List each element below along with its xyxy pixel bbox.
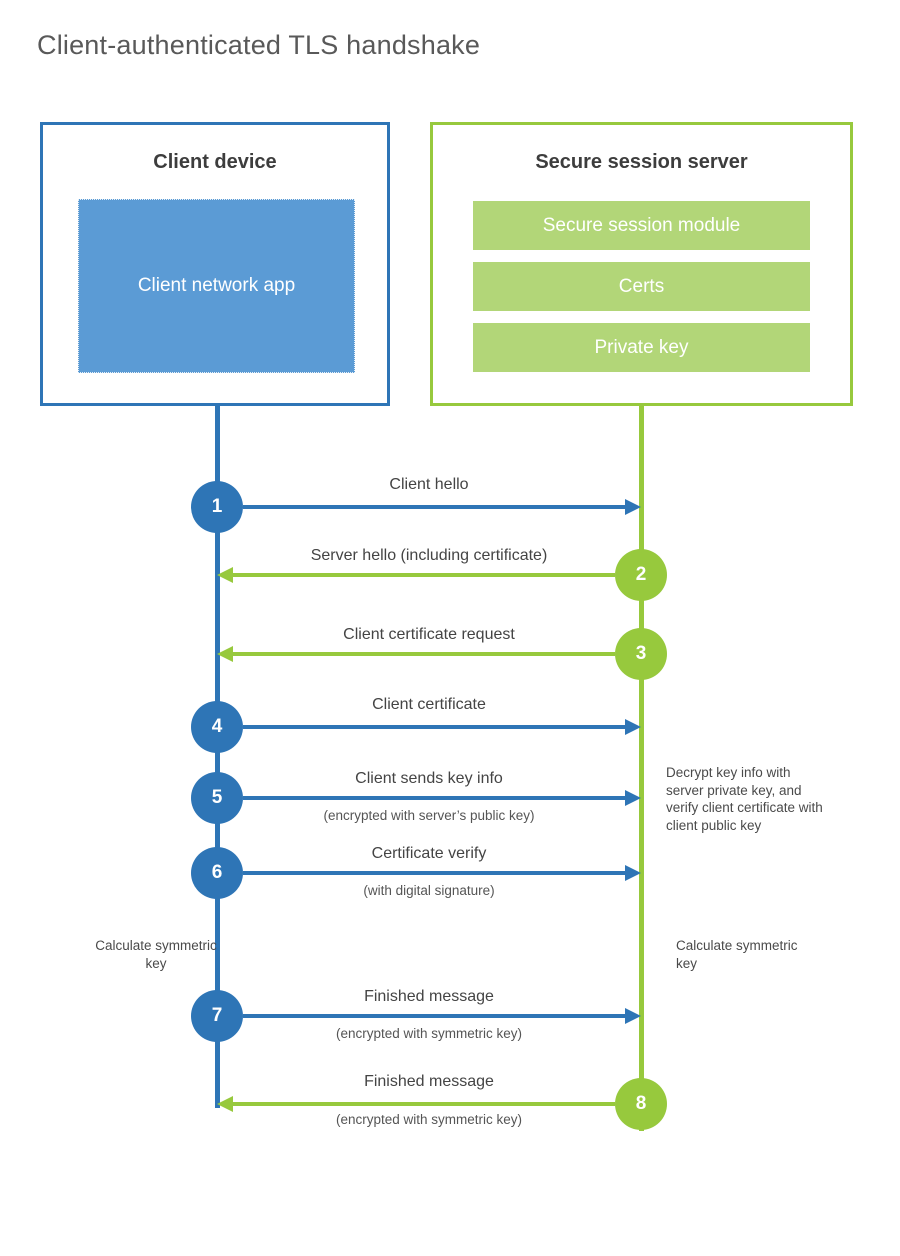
secure-session-server-title: Secure session server [535, 151, 748, 173]
step-circle-8: 8 [615, 1078, 667, 1130]
arrow-left-icon [217, 567, 233, 583]
message-label: Certificate verify [371, 845, 487, 862]
message-label: Client certificate [372, 696, 486, 713]
server-lifeline [639, 405, 644, 1131]
arrow-line [243, 1014, 626, 1018]
step-circle-6: 6 [191, 847, 243, 899]
message-label: Client sends key info [355, 770, 503, 787]
client-device-title: Client device [153, 151, 277, 173]
arrow-line [233, 573, 615, 577]
arrow-right-icon [625, 790, 641, 806]
arrow-line [233, 652, 615, 656]
arrow-right-icon [625, 865, 641, 881]
server-module-private-key: Private key [473, 323, 810, 372]
step-circle-7: 7 [191, 990, 243, 1042]
arrow-left-icon [217, 646, 233, 662]
message-label: Client certificate request [343, 626, 515, 643]
message-sub-label: (encrypted with symmetric key) [335, 1112, 523, 1127]
client-lifeline [215, 405, 220, 1108]
server-module-certs: Certs [473, 262, 810, 311]
client-device-box: Client device Client network app [40, 122, 390, 406]
message-label: Finished message [364, 988, 494, 1005]
step-circle-5: 5 [191, 772, 243, 824]
step-circle-4: 4 [191, 701, 243, 753]
client-network-app-label: Client network app [137, 275, 296, 297]
note-calculate-symmetric-key-server: Calculate symmetric key [676, 938, 798, 971]
step-circle-1: 1 [191, 481, 243, 533]
arrow-line [243, 796, 626, 800]
arrow-left-icon [217, 1096, 233, 1112]
secure-session-server-box: Secure session server Secure session mod… [430, 122, 853, 406]
client-network-app-box: Client network app [78, 199, 355, 373]
message-label: Finished message [364, 1073, 494, 1090]
message-sub-label: (encrypted with symmetric key) [335, 1026, 523, 1041]
arrow-right-icon [625, 499, 641, 515]
arrow-right-icon [625, 719, 641, 735]
message-label: Client hello [389, 476, 469, 493]
message-sub-label: (with digital signature) [363, 883, 495, 898]
message-sub-label: (encrypted with server’s public key) [323, 808, 535, 823]
step-circle-2: 2 [615, 549, 667, 601]
note-calculate-symmetric-key-client: Calculate symmetric key [95, 938, 217, 971]
server-module-secure-session: Secure session module [473, 201, 810, 250]
page-title: Client-authenticated TLS handshake [37, 30, 481, 60]
arrow-line [243, 725, 626, 729]
step-circle-3: 3 [615, 628, 667, 680]
arrow-line [243, 871, 626, 875]
arrow-line [243, 505, 626, 509]
arrow-right-icon [625, 1008, 641, 1024]
arrow-line [233, 1102, 615, 1106]
message-label: Server hello (including certificate) [310, 547, 548, 564]
note-decrypt-key-info: Decrypt key info with server private key… [666, 765, 823, 833]
